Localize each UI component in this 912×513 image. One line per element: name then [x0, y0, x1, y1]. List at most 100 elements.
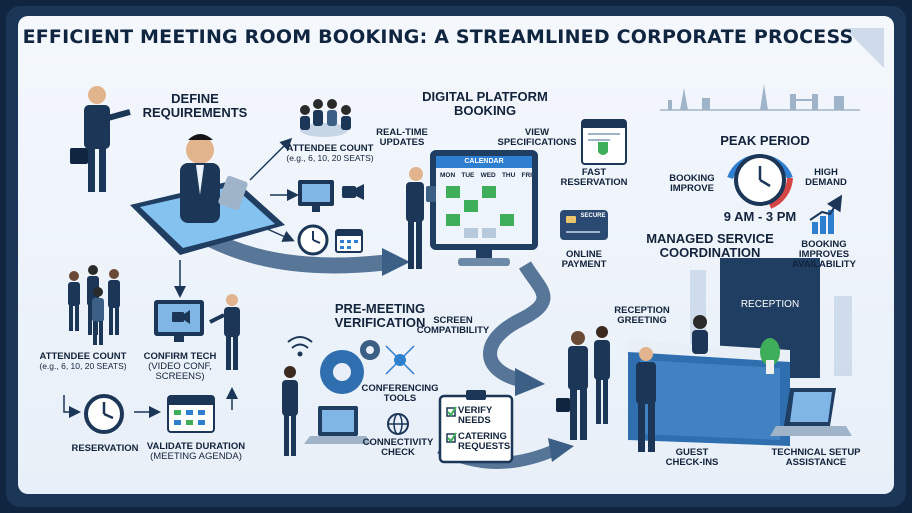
calendar-header: CALENDAR — [464, 158, 504, 165]
flow-arrow-down — [483, 261, 551, 387]
booking-line2: IMPROVE — [670, 182, 714, 194]
attendee-count-top: ATTENDEE COUNT (e.g., 6, 10, 20 SEATS) — [280, 144, 380, 163]
guest-figures — [556, 326, 656, 452]
fast-line2: RESERVATION — [560, 176, 628, 188]
confirm-tech-line1: CONFIRM TECH — [143, 351, 217, 362]
check-line4: REQUESTS — [458, 440, 511, 452]
confirm-tech: CONFIRM TECH (VIDEO CONF, SCREENS) — [138, 352, 222, 382]
reception-sign: RECEPTION — [740, 299, 800, 310]
video-camera-icon — [342, 184, 364, 200]
conn-line2: CHECK — [381, 446, 415, 458]
validate-line1: VALIDATE DURATION — [146, 441, 246, 452]
define-heading: DEFINE REQUIREMENTS — [140, 92, 250, 119]
high-demand: HIGH DEMAND — [796, 168, 856, 188]
team-group — [68, 265, 120, 345]
reservation-label: RESERVATION — [71, 443, 139, 454]
digital-heading-line1: DIGITAL PLATFORM — [422, 89, 548, 104]
define-heading-line1: DEFINE — [171, 91, 219, 106]
arrow-to-reservation — [63, 395, 81, 418]
arrow-to-attendee — [249, 137, 293, 181]
gear-icon — [320, 340, 380, 394]
day-wed: WED — [480, 172, 496, 179]
high-line1: HIGH — [814, 167, 838, 178]
verify-heading-line2: VERIFICATION — [334, 314, 426, 330]
conf-line1: CONFERENCING — [361, 383, 439, 394]
laptop-check-icon — [304, 406, 372, 444]
laptop-icon — [770, 388, 852, 436]
attendee-top-line1: ATTENDEE COUNT — [286, 143, 374, 154]
reception-greeting: RECEPTION GREETING — [608, 306, 676, 326]
reception-area — [628, 258, 852, 446]
monitor-icon — [298, 180, 334, 212]
realtime-line2: UPDATES — [379, 136, 425, 148]
tech-line1: TECHNICAL SETUP — [771, 447, 861, 458]
online-payment: ONLINE PAYMENT — [552, 250, 616, 270]
attendee-left-line1: ATTENDEE COUNT — [39, 351, 127, 362]
calendar-days: MON TUE WED THU FRI — [440, 172, 532, 179]
conn-line1: CONNECTIVITY — [362, 437, 434, 448]
confirm-tech-line2: (VIDEO CONF, — [148, 360, 212, 372]
realtime-line1: REAL-TIME — [376, 127, 428, 138]
clock-icon — [297, 224, 329, 256]
catering-requests: CATERING REQUESTS — [458, 432, 514, 452]
view-specifications: VIEW SPECIFICATIONS — [492, 128, 582, 148]
managed-heading-line2: COORDINATION — [659, 244, 761, 260]
verifying-person — [282, 366, 298, 456]
reception-line2: GREETING — [617, 314, 667, 326]
conf-line2: TOOLS — [383, 392, 417, 404]
guest-line2: CHECK-INS — [665, 456, 719, 468]
view-line2: SPECIFICATIONS — [497, 136, 577, 148]
digital-heading: DIGITAL PLATFORM BOOKING — [420, 90, 550, 117]
booking-monitor — [430, 150, 538, 266]
network-node-icon — [385, 345, 415, 375]
validate-line2: (MEETING AGENDA) — [150, 450, 242, 462]
tech-line2: ASSISTANCE — [785, 456, 847, 468]
check-line3: CATERING — [458, 431, 507, 442]
booking-person — [406, 167, 436, 269]
verify-needs: VERIFY NEEDS — [458, 406, 510, 426]
improves-line3: AVAILABILITY — [791, 258, 857, 270]
day-fri: FRI — [521, 172, 532, 179]
verify-heading-line1: PRE-MEETING — [334, 301, 426, 316]
fast-reservation: FAST RESERVATION — [556, 168, 632, 188]
digital-heading-line2: BOOKING — [453, 102, 517, 118]
wifi-icon — [287, 336, 313, 357]
globe-icon — [387, 413, 409, 435]
managed-heading: MANAGED SERVICE COORDINATION — [640, 232, 780, 259]
reservation-clock-icon — [84, 394, 124, 434]
check-line1: VERIFY — [458, 405, 493, 416]
skyline — [660, 84, 860, 111]
managed-heading-line1: MANAGED SERVICE — [646, 231, 774, 246]
tablet-illustration — [130, 134, 285, 255]
connectivity-check: CONNECTIVITY CHECK — [356, 438, 440, 458]
trend-chart-icon — [809, 194, 843, 234]
guest-line1: GUEST — [675, 447, 709, 458]
booking-line1: BOOKING — [669, 173, 715, 184]
online-line1: ONLINE — [566, 249, 602, 260]
technical-setup: TECHNICAL SETUP ASSISTANCE — [766, 448, 866, 468]
view-line1: VIEW — [524, 127, 550, 138]
verify-heading: PRE-MEETING VERIFICATION — [320, 302, 440, 329]
day-thu: THU — [501, 172, 516, 179]
calendar-icon — [335, 229, 363, 253]
screen-line2: COMPATIBILITY — [416, 324, 490, 336]
attendee-count-left: ATTENDEE COUNT (e.g., 6, 10, 20 SEATS) — [28, 352, 138, 371]
arrow-to-clock — [264, 227, 295, 242]
reception-line1: RECEPTION — [614, 305, 670, 316]
duration-calendar-icon — [167, 395, 215, 433]
page-title: EFFICIENT MEETING ROOM BOOKING: A STREAM… — [22, 26, 854, 48]
payment-card-icon — [560, 210, 608, 240]
meeting-group-icon — [300, 99, 351, 137]
confirm-tech-line3: SCREENS) — [155, 370, 205, 382]
attendee-top-line2: (e.g., 6, 10, 20 SEATS) — [286, 152, 374, 163]
validate-duration: VALIDATE DURATION (MEETING AGENDA) — [140, 442, 252, 462]
video-conference-monitor — [154, 300, 204, 342]
realtime-updates: REAL-TIME UPDATES — [372, 128, 432, 148]
define-heading-line2: REQUIREMENTS — [142, 104, 248, 120]
screen-compatibility: SCREEN COMPATIBILITY — [412, 316, 494, 336]
online-line2: PAYMENT — [561, 258, 607, 270]
attendee-left-line2: (e.g., 6, 10, 20 SEATS) — [39, 360, 127, 371]
day-tue: TUE — [461, 172, 475, 179]
